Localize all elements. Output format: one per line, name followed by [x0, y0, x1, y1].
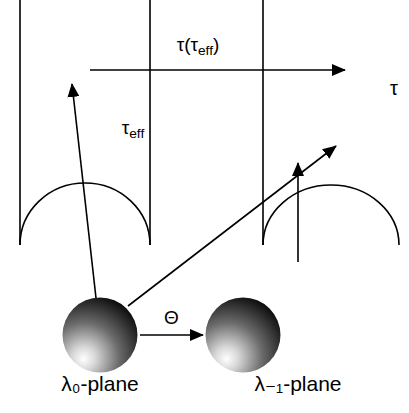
- barrier-arch: [263, 185, 399, 245]
- wall-line: [19, 0, 21, 245]
- symbol-label: τeff: [120, 117, 146, 139]
- symbol-label: τ: [390, 77, 398, 100]
- sphere-fill: [206, 298, 281, 373]
- plane-label: λ₋₁-plane: [254, 372, 341, 396]
- emission-arrow: [72, 84, 96, 298]
- sphere-node: λ₋₁-plane: [205, 297, 342, 396]
- barrier-arch: [20, 183, 150, 245]
- sphere-node: λ₀-plane: [61, 297, 139, 396]
- sphere-shape: [62, 297, 138, 373]
- plane-label: λ₀-plane: [61, 372, 139, 396]
- sphere-shape: [205, 297, 281, 373]
- sphere-fill: [63, 298, 138, 373]
- mapping-arrow: [90, 69, 345, 71]
- wall-line: [262, 0, 264, 245]
- transition-arrow: [140, 334, 203, 336]
- wall-line: [149, 0, 151, 245]
- edge-label: Θ: [162, 307, 181, 329]
- emission-arrow: [297, 163, 299, 262]
- emission-arrow: [128, 146, 336, 306]
- symbol-label: τ(τeff): [177, 34, 220, 56]
